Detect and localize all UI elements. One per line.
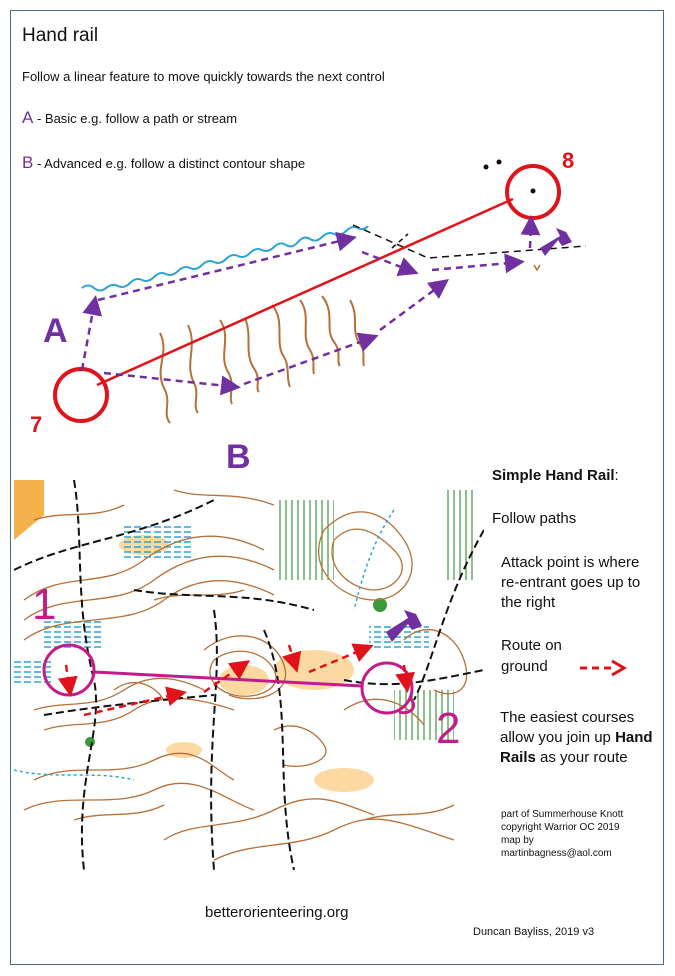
- route-legend-arrow: [580, 659, 627, 677]
- page-title: Hand rail: [22, 25, 99, 46]
- sidebar-item-route-line2: ground: [501, 658, 548, 675]
- copyright-line-4: martinbagness@aol.com: [501, 848, 612, 859]
- route-arrows: [80, 215, 541, 396]
- sidebar-heading: Simple Hand Rail:: [492, 466, 657, 486]
- sidebar-easiest-bold: Hand Rails: [500, 729, 653, 766]
- straight-route-line: [96, 197, 514, 387]
- sidebar-heading-bold: Simple Hand Rail: [492, 467, 615, 484]
- control-dot: [530, 188, 536, 194]
- label-a: A: [43, 312, 68, 350]
- option-b: B - Advanced e.g. follow a distinct cont…: [22, 153, 305, 173]
- author-credit: Duncan Bayliss, 2019 v3: [473, 926, 595, 938]
- sidebar-easiest-pre: The easiest courses allow you join up: [500, 709, 635, 746]
- copyright-line-2: copyright Warrior OC 2019: [501, 822, 620, 833]
- option-b-letter: B: [22, 153, 34, 172]
- feature-dot-2: [496, 159, 502, 165]
- sidebar-easiest-post: as your route: [535, 749, 628, 766]
- sidebar-item-attack-point: Attack point is where re-entrant goes up…: [501, 554, 641, 611]
- feature-dot-1: [483, 164, 489, 170]
- control-number-8: 8: [562, 148, 575, 173]
- option-b-text: - Advanced e.g. follow a distinct contou…: [33, 156, 306, 171]
- copyright-line-3: map by: [501, 835, 534, 846]
- dashed-track: [352, 224, 587, 259]
- dashed-track-2: [391, 233, 409, 249]
- control-number-7: 7: [30, 412, 43, 437]
- subtitle: Follow a linear feature to move quickly …: [22, 69, 385, 84]
- control-circle-start: [53, 367, 109, 423]
- map-copyright: part of Summerhouse Knott copyright Warr…: [501, 808, 651, 860]
- map-control-number-2: 2: [436, 704, 461, 753]
- orienteering-map: [14, 480, 484, 870]
- option-a: A - Basic e.g. follow a path or stream: [22, 108, 237, 128]
- label-b: B: [226, 438, 251, 476]
- map-graphic: [14, 480, 484, 870]
- option-a-letter: A: [22, 108, 34, 127]
- copyright-line-1: part of Summerhouse Knott: [501, 809, 624, 820]
- contour-lines: [159, 295, 365, 424]
- option-a-text: - Basic e.g. follow a path or stream: [33, 111, 238, 126]
- map-attack-point-icon: [386, 610, 422, 642]
- map-control-number-1: 1: [32, 580, 57, 629]
- attack-point-icon: [540, 228, 572, 256]
- sidebar-item-route-line1: Route on: [501, 637, 562, 654]
- website-link[interactable]: betterorienteering.org: [205, 904, 349, 921]
- sidebar-heading-colon: :: [614, 467, 619, 484]
- sidebar-item-easiest: The easiest courses allow you join up Ha…: [500, 708, 660, 768]
- stream-line: [81, 225, 369, 292]
- small-v-mark: [533, 264, 541, 272]
- sidebar-item-paths: Follow paths: [492, 510, 577, 527]
- hand-rail-diagram: [53, 159, 587, 424]
